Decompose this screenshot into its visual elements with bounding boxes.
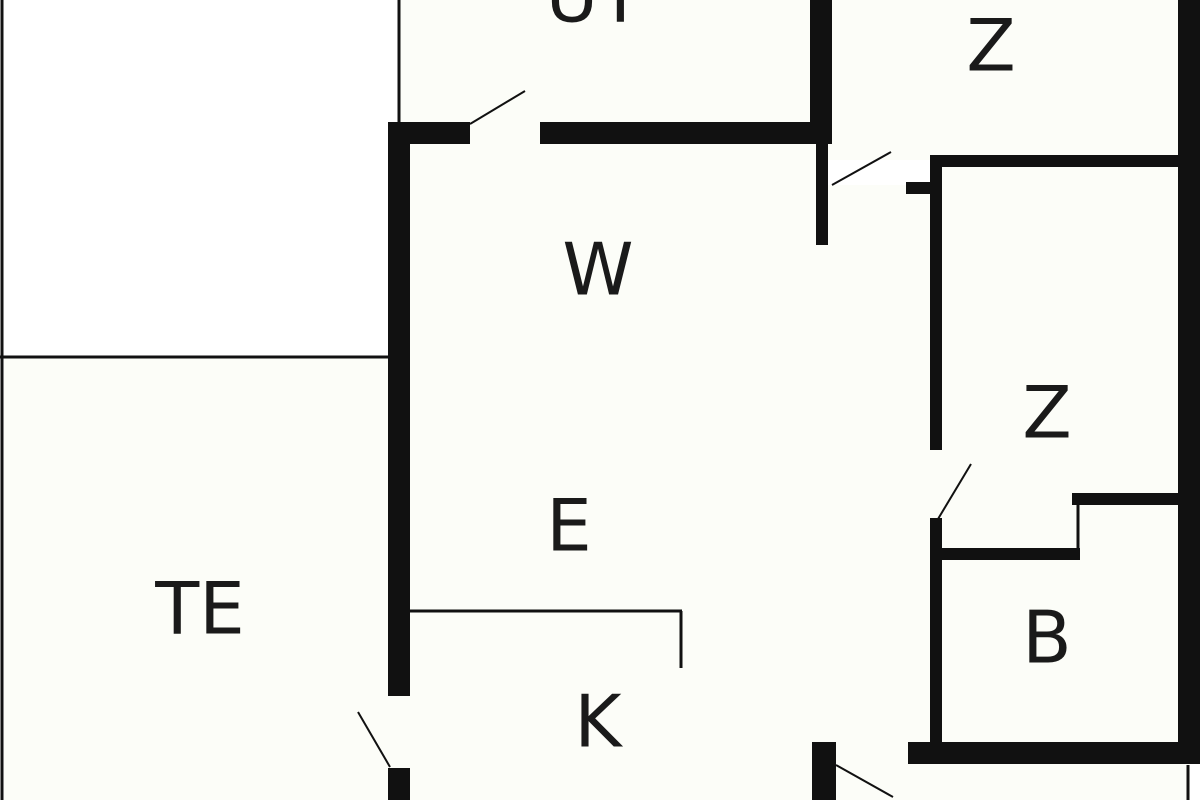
main-left-wall-upper — [388, 122, 410, 696]
door-bottom-right — [835, 764, 894, 798]
room-main-fill — [398, 134, 936, 800]
room-label-k: K — [574, 680, 623, 764]
z-right-bottom-wall — [930, 548, 1080, 560]
hall-partition-upper — [816, 144, 828, 245]
room-z-top-fill — [822, 0, 1190, 160]
room-label-w: W — [562, 228, 633, 312]
ut-bottom-wall-left — [388, 122, 470, 144]
b-left-wall — [930, 518, 942, 764]
door-z-top — [831, 151, 892, 186]
room-label-e: E — [546, 484, 592, 568]
z-right-left-wall-upper — [930, 155, 942, 300]
room-label-te: TE — [154, 567, 244, 651]
room-label-z-top: Z — [966, 4, 1015, 88]
door-terrace — [357, 711, 391, 768]
room-label-b: B — [1022, 596, 1071, 680]
ut-right-wall — [810, 0, 832, 144]
ut-bottom-wall-right — [540, 122, 832, 144]
z-right-left-wall-mid — [930, 300, 942, 450]
b-top-wall — [1072, 493, 1180, 505]
bottom-partition — [812, 742, 836, 800]
door-swings — [357, 90, 972, 798]
door-stub-right — [906, 182, 936, 194]
room-fills — [4, 0, 1190, 800]
z-right-top-wall — [930, 155, 1180, 167]
thick-walls — [388, 0, 1200, 800]
room-ut-fill — [398, 0, 822, 134]
room-label-z-right: Z — [1022, 371, 1071, 455]
room-z-right-fill — [936, 160, 1190, 554]
room-labels: UT Z W Z E TE B K — [154, 0, 1071, 764]
room-b-fill — [936, 500, 1190, 752]
room-label-ut: UT — [546, 0, 644, 39]
door-ut — [469, 90, 526, 125]
main-left-wall-lower — [388, 768, 410, 800]
right-outer-wall — [1178, 0, 1200, 764]
door-z-right — [937, 463, 972, 520]
room-te-fill — [4, 358, 398, 800]
b-bottom-wall — [908, 742, 1190, 764]
